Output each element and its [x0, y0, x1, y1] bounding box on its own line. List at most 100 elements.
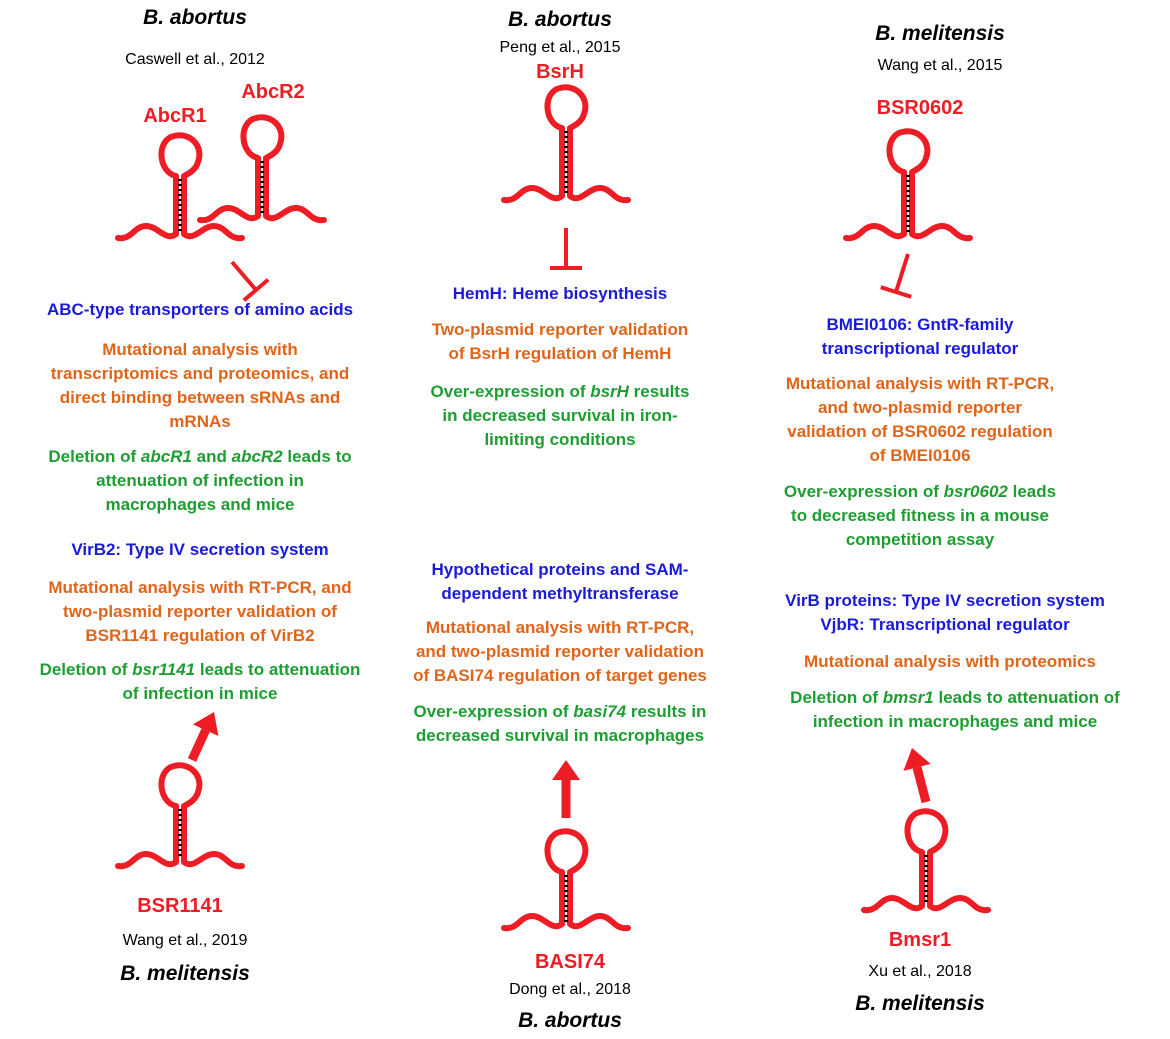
hairpin-loop — [544, 84, 589, 131]
bsrh-hairpin — [501, 84, 631, 204]
col1-phenotype2: Deletion of bsr1141 leads to attenuation… — [0, 658, 400, 706]
col3-phenotype-line: competition assay — [845, 530, 995, 549]
col1-method2-line: BSR1141 regulation of VirB2 — [85, 626, 315, 645]
col1-species: B. abortus — [143, 6, 247, 29]
col1-phenotype-line: Deletion of abcR1 and abcR2 leads to — [0, 445, 400, 469]
col3-phenotype-line: Over-expression of bsr0602 leads — [740, 480, 1100, 504]
col1-phenotype2-line: of infection in mice — [122, 684, 278, 703]
col2-method2-line: Mutational analysis with RT-PCR, — [425, 618, 695, 637]
gene-name: abcR1 — [140, 447, 192, 466]
col2-phenotype-line: limiting conditions — [484, 430, 636, 449]
col3-method-line: and two-plasmid reporter — [817, 398, 1023, 417]
text-part: leads to — [282, 447, 352, 466]
col2-species: B. abortus — [508, 8, 612, 31]
hairpin-tail-5prime — [501, 184, 565, 204]
col1-method2-line: Mutational analysis with RT-PCR, and — [48, 578, 352, 597]
hairpin-tail-5prime — [843, 222, 907, 242]
col3-method2-line: Mutational analysis with proteomics — [804, 652, 1096, 671]
hairpin-tail-5prime — [501, 912, 565, 932]
col1-method-line: direct binding between sRNAs and — [59, 388, 341, 407]
col1-method2-line: two-plasmid reporter validation of — [63, 602, 337, 621]
text-part: leads — [1007, 482, 1057, 501]
hairpin-loop — [544, 828, 589, 875]
col3-species2: B. melitensis — [855, 992, 985, 1015]
col3-target: BMEI0106: GntR-family transcriptional re… — [750, 313, 1090, 361]
col2-phenotype-line: Over-expression of bsrH results — [390, 380, 730, 404]
col2-citation2: Dong et al., 2018 — [509, 981, 631, 998]
col1-method: Mutational analysis with transcriptomics… — [10, 338, 390, 434]
col2-citation: Peng et al., 2015 — [499, 39, 621, 56]
bsr0602-hairpin — [843, 128, 973, 242]
col3-srna-bsr0602-label: BSR0602 — [876, 97, 964, 119]
hairpin-loop — [158, 762, 203, 809]
col3-target-line: BMEI0106: GntR-family — [826, 315, 1014, 334]
hairpin-tail-3prime — [927, 894, 991, 914]
col3-method-line: Mutational analysis with RT-PCR, — [785, 374, 1055, 393]
col3-target2-line: VjbR: Transcriptional regulator — [820, 615, 1070, 634]
hairpin-tail-5prime — [115, 850, 179, 870]
col1-srna-abcr2-label: AbcR2 — [241, 81, 305, 103]
col3-method: Mutational analysis with RT-PCR, and two… — [740, 372, 1100, 468]
col3-target2: VirB proteins: Type IV secretion system … — [735, 589, 1155, 637]
col2-phenotype2: Over-expression of basi74 results in dec… — [390, 700, 730, 748]
col2-method-line: Two-plasmid reporter validation — [431, 320, 689, 339]
col3-phenotype2-line: infection in macrophages and mice — [812, 712, 1098, 731]
col2-method: Two-plasmid reporter validation of BsrH … — [390, 318, 730, 366]
abcr2-hairpin — [197, 114, 327, 224]
col1-srna-bsr1141-label: BSR1141 — [137, 895, 223, 917]
col3-phenotype-line: to decreased fitness in a mouse — [791, 506, 1049, 525]
gene-name: abcR2 — [231, 447, 283, 466]
col2-method2-line: of BASI74 regulation of target genes — [413, 666, 707, 685]
col2-method2: Mutational analysis with RT-PCR, and two… — [390, 616, 730, 688]
col2-phenotype2-line: decreased survival in macrophages — [415, 726, 705, 745]
bsr1141-activation-arrow-shaft — [187, 728, 210, 762]
text-part: Deletion of — [48, 447, 141, 466]
col1-method-line: mRNAs — [169, 412, 231, 431]
col1-phenotype2-line: Deletion of bsr1141 leads to attenuation — [0, 658, 400, 682]
col1-citation2: Wang et al., 2019 — [122, 932, 248, 949]
col1-phenotype-line: attenuation of infection in — [96, 471, 304, 490]
hairpin-tail-3prime — [567, 184, 631, 204]
hairpin-loop — [904, 808, 949, 855]
col2-target2-line: Hypothetical proteins and SAM- — [431, 560, 689, 579]
col1-species2: B. melitensis — [120, 962, 250, 985]
col3-citation: Wang et al., 2015 — [877, 57, 1003, 74]
col2-species2: B. abortus — [518, 1009, 622, 1032]
col3-citation2: Xu et al., 2018 — [868, 963, 972, 980]
col3-srna-bmsr1-label: Bmsr1 — [888, 929, 952, 951]
abcr1-hairpin — [115, 132, 245, 242]
col1-method-line: transcriptomics and proteomics, and — [50, 364, 350, 383]
col3-target2-line: VirB proteins: Type IV secretion system — [785, 591, 1105, 610]
text-part: Deletion of — [39, 660, 133, 679]
col1-method-line: Mutational analysis with — [102, 340, 298, 359]
hairpin-tail-5prime — [197, 204, 261, 224]
bmsr1-activation-arrow-shaft — [912, 766, 931, 804]
hairpin-tail-3prime — [181, 222, 245, 242]
hairpin-tail-5prime — [115, 222, 179, 242]
col1-target: ABC-type transporters of amino acids — [46, 300, 354, 319]
col2-method-line: of BsrH regulation of HemH — [448, 344, 672, 363]
col3-method-line: of BMEI0106 — [869, 446, 971, 465]
col2-srna-bsrh-label: BsrH — [536, 61, 584, 83]
col2-target: HemH: Heme biosynthesis — [452, 284, 668, 303]
bmsr1-activation-arrow-head — [903, 748, 931, 771]
text-part: results — [628, 382, 690, 401]
hairpin-tail-3prime — [181, 850, 245, 870]
col3-phenotype2-line: Deletion of bmsr1 leads to attenuation o… — [745, 686, 1165, 710]
bsr1141-hairpin — [115, 762, 245, 870]
col1-method2: Mutational analysis with RT-PCR, and two… — [0, 576, 400, 648]
gene-name: bmsr1 — [882, 688, 934, 707]
hairpin-tail-3prime — [263, 204, 327, 224]
hairpin-tail-3prime — [909, 222, 973, 242]
abcr-inhibition-arrow-bar — [242, 278, 270, 302]
col2-phenotype: Over-expression of bsrH results in decre… — [390, 380, 730, 452]
col2-phenotype-line: in decreased survival in iron- — [442, 406, 678, 425]
gene-name: bsr0602 — [943, 482, 1008, 501]
col2-method2-line: and two-plasmid reporter validation — [415, 642, 705, 661]
col3-species: B. melitensis — [875, 22, 1005, 45]
col2-phenotype2-line: Over-expression of basi74 results in — [390, 700, 730, 724]
text-part: leads to attenuation — [195, 660, 361, 679]
gene-name: basi74 — [573, 702, 627, 721]
basi74-hairpin — [501, 828, 631, 932]
